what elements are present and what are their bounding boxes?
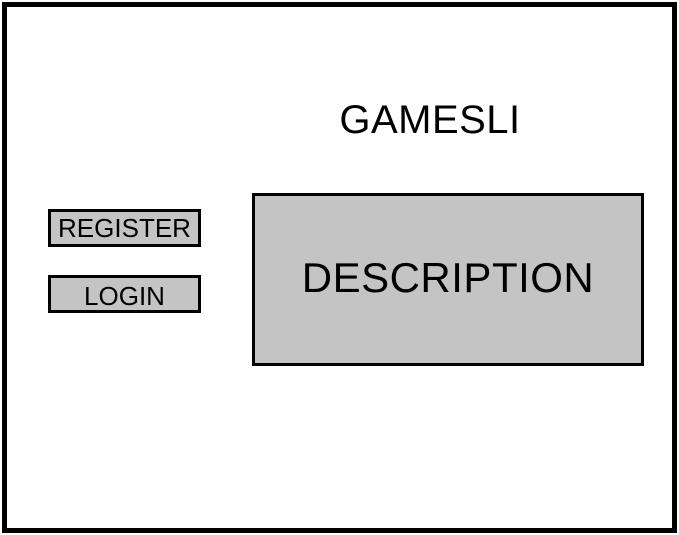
app-title: GAMESLI (339, 98, 521, 142)
description-panel: DESCRIPTION (252, 193, 644, 366)
register-button[interactable]: REGISTER (48, 209, 201, 247)
login-button[interactable]: LOGIN (48, 275, 201, 313)
description-text: DESCRIPTION (301, 253, 595, 301)
